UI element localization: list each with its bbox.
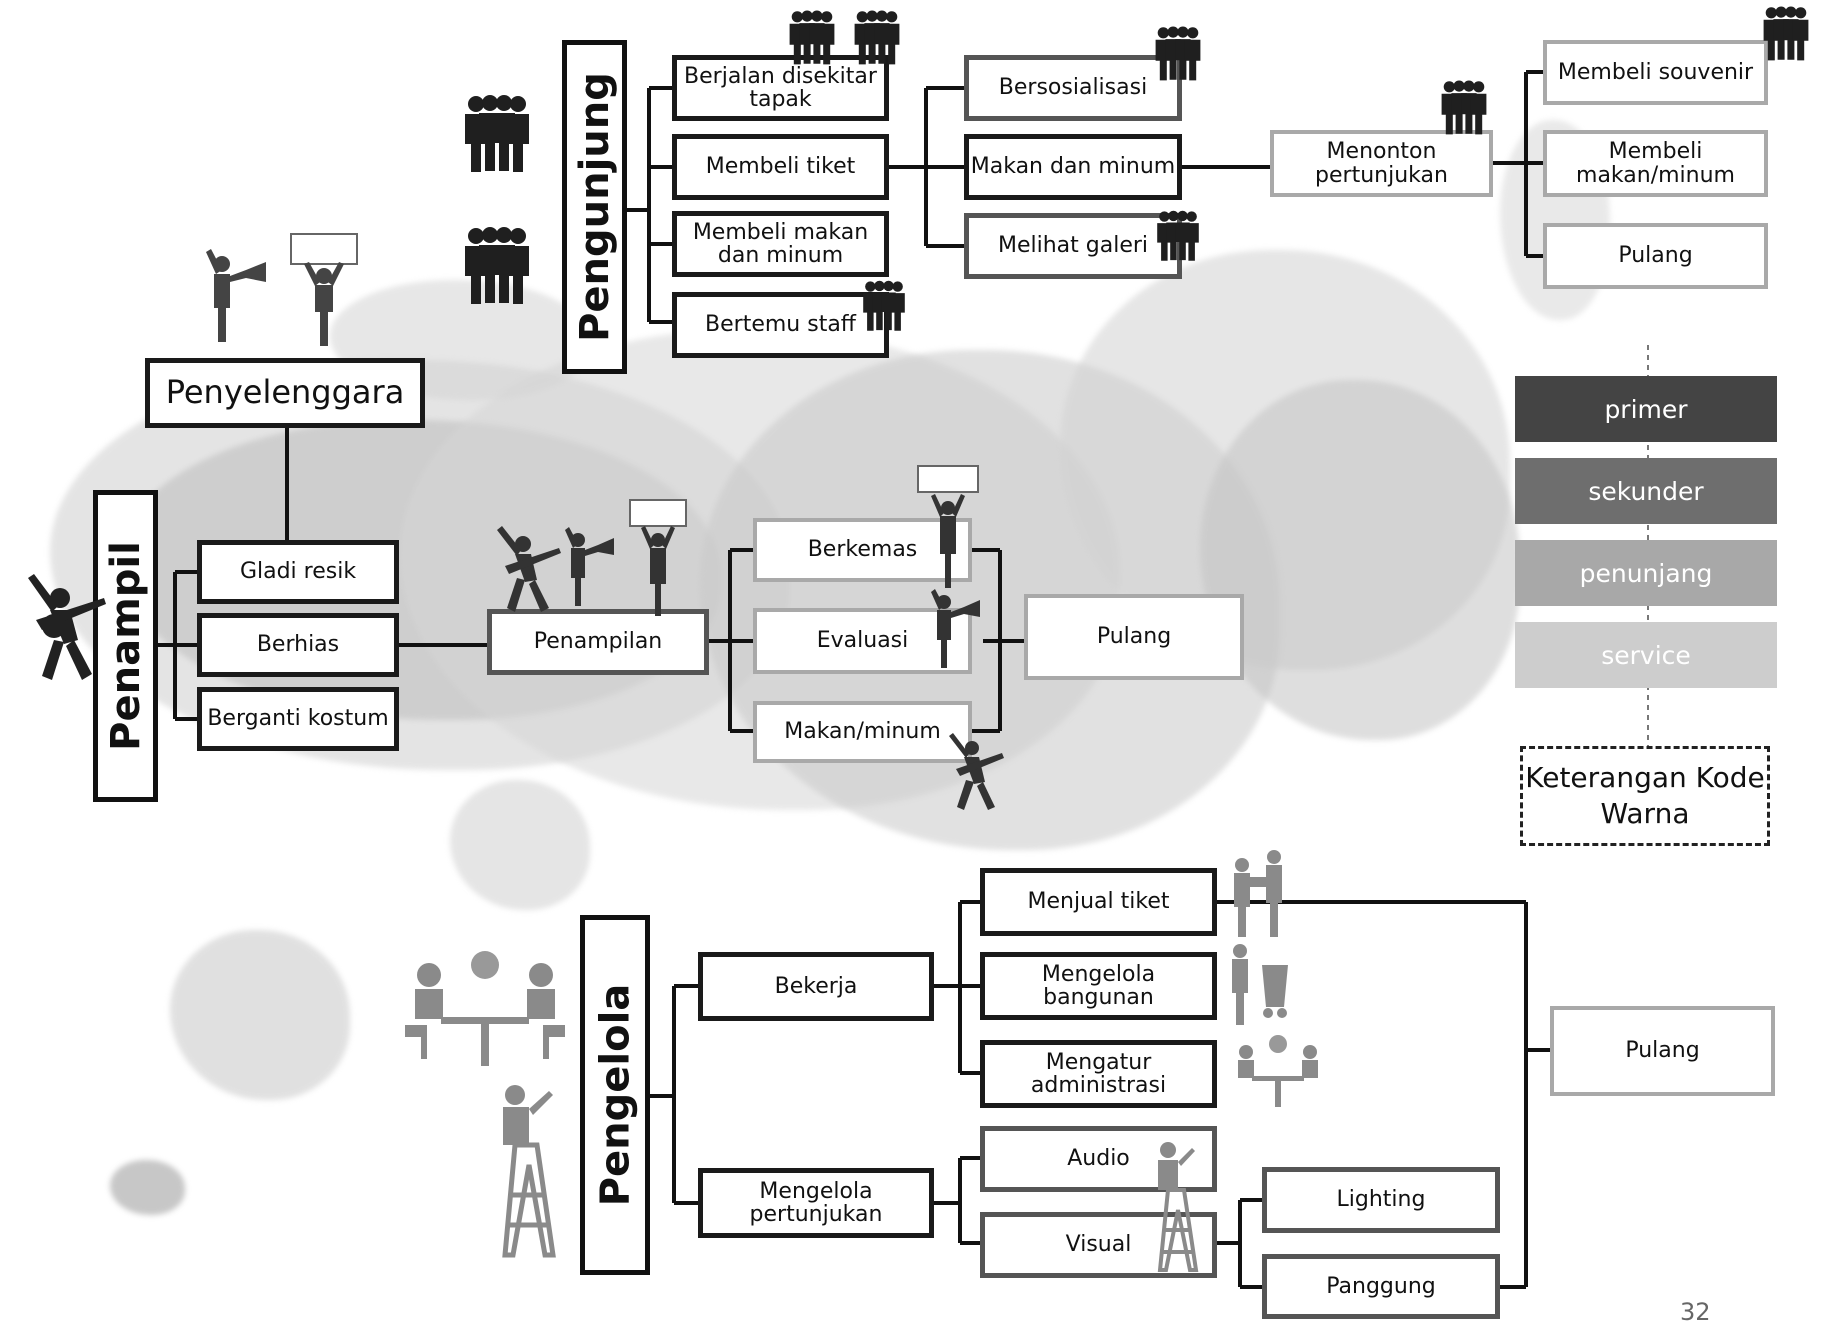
pengelola-label-menjual-tiket: Menjual tiket — [1027, 889, 1170, 915]
pengelola-box-menjual-tiket: Menjual tiket — [980, 868, 1217, 936]
pengelola-box-mengelola-bangunan: Mengelola bangunan — [980, 952, 1217, 1020]
cleaning-worker-icon — [1232, 944, 1288, 1025]
crowd-icon — [1442, 81, 1487, 135]
pengelola-label-mengelola-pertunjukan: Mengelola pertunjukan — [749, 1178, 883, 1227]
legend-label-primer: primer — [1604, 394, 1688, 424]
penampil-label-gladi: Gladi resik — [239, 559, 357, 585]
crowd-icon — [1157, 211, 1199, 261]
worker-ladder-icon — [1157, 1142, 1199, 1272]
sign-holder-icon — [629, 499, 687, 616]
pengunjung-box-melihat-galeri: Melihat galeri — [964, 213, 1182, 279]
pengelola-label-audio: Audio — [1067, 1146, 1130, 1172]
guitarist-icon — [28, 574, 106, 680]
crowd-icon — [790, 11, 835, 65]
pengunjung-box-menonton: Menonton pertunjukan — [1270, 130, 1493, 197]
pengelola-box-visual: Visual — [980, 1212, 1217, 1278]
penampil-label-makan-minum: Makan/minum — [784, 719, 941, 745]
legend-item-sekunder: sekunder — [1515, 458, 1777, 524]
group-icon — [465, 227, 529, 304]
pengunjung-box-bersosialisasi: Bersosialisasi — [964, 55, 1182, 121]
penampil-label-pulang: Pulang — [1096, 624, 1172, 650]
penampil-title: Penampil — [93, 490, 158, 802]
penampil-box-pulang: Pulang — [1024, 594, 1244, 680]
pengelola-box-administrasi: Mengatur administrasi — [980, 1040, 1217, 1108]
penampil-label-penampilan: Penampilan — [533, 629, 663, 655]
penampil-label-kostum: Berganti kostum — [207, 706, 389, 732]
pengunjung-label-membeli-makan: Membeli makan dan minum — [692, 219, 869, 268]
megaphone-person-icon — [206, 249, 266, 342]
pengunjung-label-makan-minum: Makan dan minum — [970, 154, 1176, 180]
guitarist-icon — [949, 733, 1004, 810]
crowd-icon — [1764, 7, 1809, 61]
pengunjung-label-bertemu-staff: Bertemu staff — [705, 312, 856, 338]
pengunjung-box-membeli-makan: Membeli makan dan minum — [672, 211, 889, 277]
meeting-icon — [405, 951, 565, 1066]
pengunjung-label-melihat-galeri: Melihat galeri — [997, 233, 1149, 259]
legend-label-penunjang: penunjang — [1579, 558, 1713, 588]
pengunjung-label-membeli-makan-minum: Membeli makan/minum — [1576, 139, 1735, 188]
pengunjung-label-bersosialisasi: Bersosialisasi — [998, 75, 1148, 101]
pengunjung-box-bertemu-staff: Bertemu staff — [672, 292, 889, 358]
pengunjung-label-menonton: Menonton pertunjukan — [1315, 139, 1448, 188]
pengunjung-box-makan-minum: Makan dan minum — [964, 134, 1182, 200]
penyelenggara-title: Penyelenggara — [145, 358, 425, 428]
pengunjung-box-membeli-makan-minum: Membeli makan/minum — [1543, 130, 1768, 197]
pengelola-label-visual: Visual — [1065, 1232, 1132, 1258]
pengelola-label-panggung: Panggung — [1326, 1273, 1436, 1299]
guitarist-icon — [497, 526, 561, 612]
crowd-icon — [1156, 27, 1201, 81]
penampil-box-makan-minum: Makan/minum — [753, 701, 972, 763]
pengunjung-box-berjalan: Berjalan disekitar tapak — [672, 55, 889, 121]
penampil-label-evaluasi: Evaluasi — [816, 628, 909, 654]
pengunjung-label-souvenir: Membeli souvenir — [1557, 59, 1754, 85]
worker-ladder-icon — [502, 1085, 556, 1258]
pengunjung-box-membeli-tiket: Membeli tiket — [672, 134, 889, 200]
pengunjung-label-berjalan: Berjalan disekitar tapak — [684, 63, 877, 112]
pengunjung-label-membeli-tiket: Membeli tiket — [705, 154, 856, 180]
legend-label-service: service — [1601, 640, 1691, 670]
pengelola-title: Pengelola — [580, 915, 650, 1275]
pengelola-box-pulang: Pulang — [1550, 1006, 1775, 1096]
pengunjung-box-souvenir: Membeli souvenir — [1543, 40, 1768, 105]
pengunjung-box-pulang: Pulang — [1543, 223, 1768, 289]
legend-item-penunjang: penunjang — [1515, 540, 1777, 606]
penampil-box-penampilan: Penampilan — [487, 609, 709, 675]
legend-label-sekunder: sekunder — [1588, 476, 1704, 506]
pengelola-label-pulang: Pulang — [1625, 1038, 1700, 1064]
legend-title: Keterangan Kode Warna — [1520, 746, 1770, 846]
crowd-icon — [855, 11, 900, 65]
megaphone-person-icon — [565, 527, 614, 606]
pengelola-box-bekerja: Bekerja — [698, 952, 934, 1021]
pengelola-label-administrasi: Mengatur administrasi — [1030, 1049, 1167, 1098]
legend-item-service: service — [1515, 622, 1777, 688]
crowd-icon — [863, 281, 905, 331]
legend-item-primer: primer — [1515, 376, 1777, 442]
pengelola-box-panggung: Panggung — [1262, 1254, 1500, 1319]
penyelenggara-label: Penyelenggara — [165, 373, 405, 412]
penampil-box-evaluasi: Evaluasi — [753, 608, 972, 674]
sign-holder-icon — [917, 465, 979, 588]
penampil-box-berkemas: Berkemas — [753, 518, 972, 582]
sign-holder-icon — [290, 233, 358, 346]
penampil-box-kostum: Berganti kostum — [197, 687, 399, 751]
penampil-label-berhias: Berhias — [256, 632, 340, 658]
penampil-label-berkemas: Berkemas — [807, 537, 918, 563]
megaphone-person-icon — [931, 589, 980, 668]
ticket-seller-icon — [1234, 850, 1282, 937]
pengelola-box-mengelola-pertunjukan: Mengelola pertunjukan — [698, 1168, 934, 1238]
penampil-box-gladi: Gladi resik — [197, 540, 399, 604]
pengelola-label-mengelola-bangunan: Mengelola bangunan — [1041, 961, 1156, 1010]
pengelola-box-lighting: Lighting — [1262, 1167, 1500, 1233]
legend-title-label: Keterangan Kode Warna — [1525, 760, 1765, 830]
pengelola-label-bekerja: Bekerja — [774, 973, 858, 999]
pengunjung-title: Pengunjung — [562, 40, 627, 374]
crowd-icon — [465, 95, 529, 172]
meeting-icon — [1238, 1035, 1318, 1107]
penampil-box-berhias: Berhias — [197, 613, 399, 677]
pengunjung-label-pulang: Pulang — [1618, 243, 1693, 269]
pengelola-label-lighting: Lighting — [1336, 1187, 1426, 1213]
